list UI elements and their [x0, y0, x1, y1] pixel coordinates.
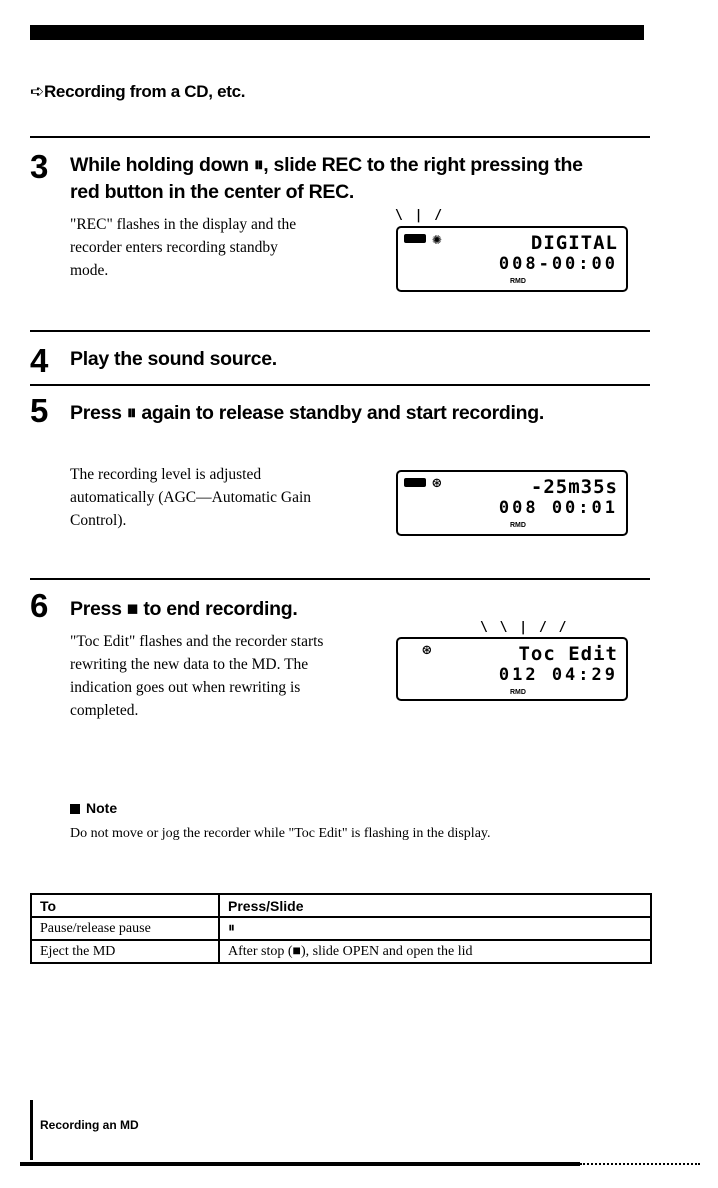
table-header-row: To Press/Slide	[30, 893, 652, 918]
step-title: Play the sound source.	[70, 348, 277, 370]
lcd-display: ✺ DIGITAL 008-00:00 RMD	[396, 226, 628, 292]
display-mark: RMD	[510, 689, 526, 696]
lcd-display: ⊛ -25m35s 008 00:01 RMD	[396, 470, 628, 536]
step-number: 5	[30, 392, 49, 429]
flash-rays-icon: \ \ | / /	[480, 620, 569, 635]
battery-icon	[404, 478, 426, 487]
table-header-cell: To	[30, 893, 220, 918]
display-line2: 008 00:01	[498, 498, 618, 518]
display-line1: Toc Edit	[518, 643, 618, 665]
display-mark: RMD	[510, 522, 526, 529]
table-cell: ⏸	[218, 916, 652, 941]
display-line1: DIGITAL	[530, 232, 618, 254]
note-heading-text: Note	[86, 800, 118, 816]
step-body: The recording level is adjusted automati…	[70, 466, 312, 529]
step-body: "REC" flashes in the display and the rec…	[70, 216, 297, 279]
table-row: Pause/release pause ⏸	[30, 916, 652, 941]
flash-rays-icon: \ | /	[395, 208, 445, 223]
footer-rule-dotted	[580, 1163, 700, 1165]
footer-label: Recording an MD	[40, 1118, 139, 1132]
table-cell: Eject the MD	[30, 939, 220, 964]
step-divider	[30, 384, 650, 386]
table-row: Eject the MD After stop (■), slide OPEN …	[30, 939, 652, 964]
step-number: 6	[30, 587, 49, 624]
step-body: "Toc Edit" flashes and the recorder star…	[70, 633, 324, 719]
operations-table: To Press/Slide Pause/release pause ⏸ Eje…	[30, 893, 652, 964]
step-title: Press ⏸ again to release standby and sta…	[70, 402, 544, 424]
step-divider	[30, 578, 650, 580]
disc-icon: ⊛	[422, 640, 432, 659]
step-title: Press ■ to end recording.	[70, 598, 298, 620]
display-mark: RMD	[510, 278, 526, 285]
table-cell: After stop (■), slide OPEN and open the …	[218, 939, 652, 964]
lcd-display: ⊛ Toc Edit 012 04:29 RMD	[396, 637, 628, 701]
rec-disc-icon: ✺	[432, 229, 442, 248]
footer-margin-bar	[30, 1100, 33, 1160]
note-text: Do not move or jog the recorder while "T…	[70, 826, 491, 841]
section-title: ➪Recording from a CD, etc.	[30, 82, 246, 101]
disc-icon: ⊛	[432, 473, 442, 492]
step-divider	[30, 136, 650, 138]
top-rule-bar	[30, 25, 644, 40]
table-header-cell: Press/Slide	[218, 893, 652, 918]
step-number: 4	[30, 342, 49, 379]
note-icon	[70, 804, 80, 814]
display-line2: 008-00:00	[498, 254, 618, 274]
table-cell: Pause/release pause	[30, 916, 220, 941]
footer-rule	[20, 1162, 580, 1166]
display-line2: 012 04:29	[498, 665, 618, 685]
step-number: 3	[30, 148, 49, 185]
display-line1: -25m35s	[530, 476, 618, 498]
step-title: While holding down ⏸, slide REC to the r…	[70, 154, 583, 203]
battery-icon	[404, 234, 426, 243]
step-divider	[30, 330, 650, 332]
note-heading: Note	[70, 800, 117, 816]
